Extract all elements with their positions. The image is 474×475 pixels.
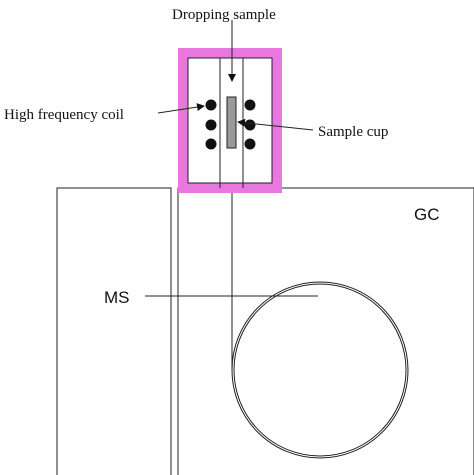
high-frequency-coil-label: High frequency coil [4, 107, 124, 123]
gc-column-coil-inner [233, 283, 407, 457]
ms-unit [56, 187, 172, 475]
coil-dot-right-2 [244, 119, 256, 131]
coil-dot-left-3 [205, 138, 217, 150]
coil-dot-right-3 [244, 138, 256, 150]
sample-cup-label: Sample cup [318, 124, 388, 140]
coil-leader-line [157, 103, 205, 114]
sample-cup [226, 96, 237, 149]
ms-label: MS [104, 288, 130, 307]
dropping-arrow-icon [228, 74, 236, 82]
coil-dot-left-1 [205, 99, 217, 111]
coil-dot-left-2 [205, 119, 217, 131]
coil-dot-right-1 [244, 99, 256, 111]
gc-label: GC [414, 205, 440, 224]
gc-unit [177, 187, 474, 475]
dropping-sample-label: Dropping sample [172, 7, 276, 23]
sample-cup-leader-line [237, 118, 314, 131]
